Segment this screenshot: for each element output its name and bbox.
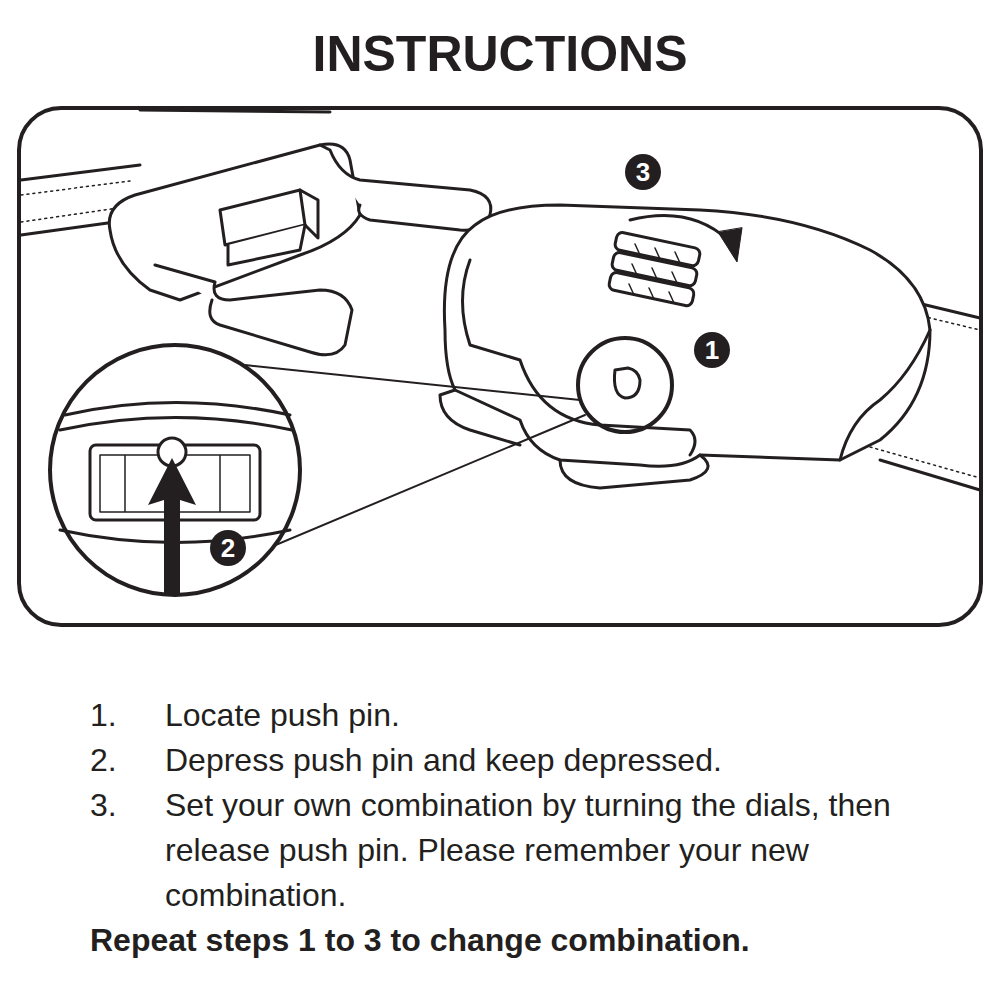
step-number: 2.	[90, 738, 150, 783]
inset-circle	[50, 345, 300, 595]
pin-highlight-circle	[578, 338, 672, 432]
combination-dials	[608, 231, 701, 306]
step-text: Locate push pin.	[165, 693, 965, 738]
callout-text: 2	[221, 533, 235, 563]
step-text: Set your own combination by turning the …	[165, 783, 955, 918]
buckle-base	[109, 144, 360, 300]
frame	[19, 108, 981, 625]
callout-text: 1	[705, 335, 719, 365]
push-pin	[614, 368, 640, 398]
lock-body	[444, 205, 930, 466]
callout-number: 1	[694, 332, 730, 368]
callout-number: 3	[625, 154, 661, 190]
title: INSTRUCTIONS	[0, 24, 1000, 84]
turn-arrow	[630, 216, 728, 241]
push-arrow	[148, 458, 196, 595]
step-number: 1.	[90, 693, 150, 738]
note-text: Repeat steps 1 to 3 to change combinatio…	[90, 918, 970, 963]
callout-text: 3	[636, 157, 650, 187]
buckle-prong	[155, 265, 352, 355]
callout-number: 2	[210, 530, 246, 566]
step-number: 3.	[90, 783, 150, 828]
buckle-prong	[320, 145, 491, 230]
step-text: Depress push pin and keep depressed.	[165, 738, 965, 783]
